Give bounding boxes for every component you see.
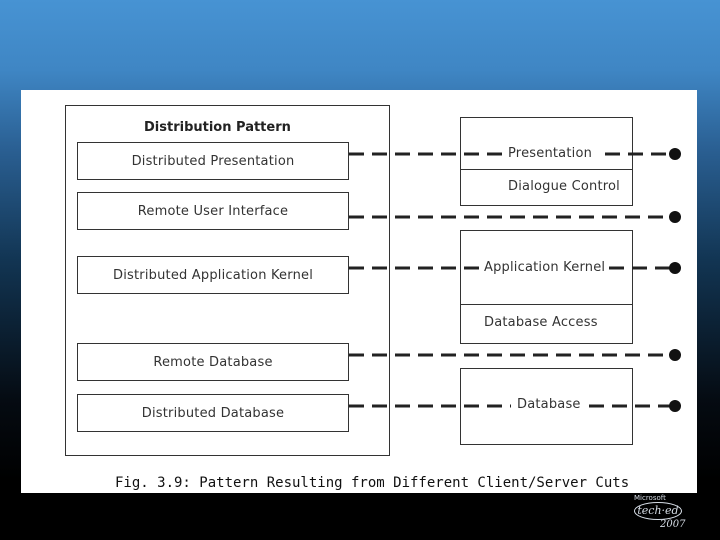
- cut-endpoint: [669, 211, 681, 223]
- tier-label-database-access: Database Access: [484, 315, 598, 330]
- tier-frame-presentation: [460, 117, 633, 206]
- tier-divider: [460, 304, 633, 305]
- cut-lines: [349, 148, 681, 412]
- cut-endpoint: [669, 349, 681, 361]
- tier-divider: [460, 169, 633, 170]
- pattern-box-distributed-database: Distributed Database: [77, 394, 349, 432]
- logo-year: 2007: [660, 519, 686, 530]
- tier-frame-application: [460, 230, 633, 344]
- tier-label-application-kernel: Application Kernel: [484, 260, 606, 275]
- tier-label-database: Database: [517, 397, 581, 412]
- pattern-box-distributed-presentation: Distributed Presentation: [77, 142, 349, 180]
- pattern-box-remote-database: Remote Database: [77, 343, 349, 381]
- cut-endpoint: [669, 148, 681, 160]
- cut-endpoint: [669, 262, 681, 274]
- cut-endpoint: [669, 400, 681, 412]
- pattern-box-remote-user-interface: Remote User Interface: [77, 192, 349, 230]
- tier-label-presentation: Presentation: [508, 146, 593, 161]
- tier-label-dialogue-control: Dialogue Control: [508, 179, 620, 194]
- distribution-pattern-frame: [65, 105, 390, 456]
- figure-caption: Fig. 3.9: Pattern Resulting from Differe…: [115, 475, 630, 491]
- pattern-box-distributed-application-kernel: Distributed Application Kernel: [77, 256, 349, 294]
- diagram-panel: Distribution Pattern Distributed Present…: [21, 90, 697, 493]
- teched-logo: Microsoft tech·ed 2007: [628, 494, 700, 534]
- tier-frame-database: [460, 368, 633, 445]
- diagram-title: Distribution Pattern: [144, 120, 291, 135]
- logo-ring-text: tech·ed: [634, 502, 682, 520]
- logo-top-text: Microsoft: [634, 494, 666, 502]
